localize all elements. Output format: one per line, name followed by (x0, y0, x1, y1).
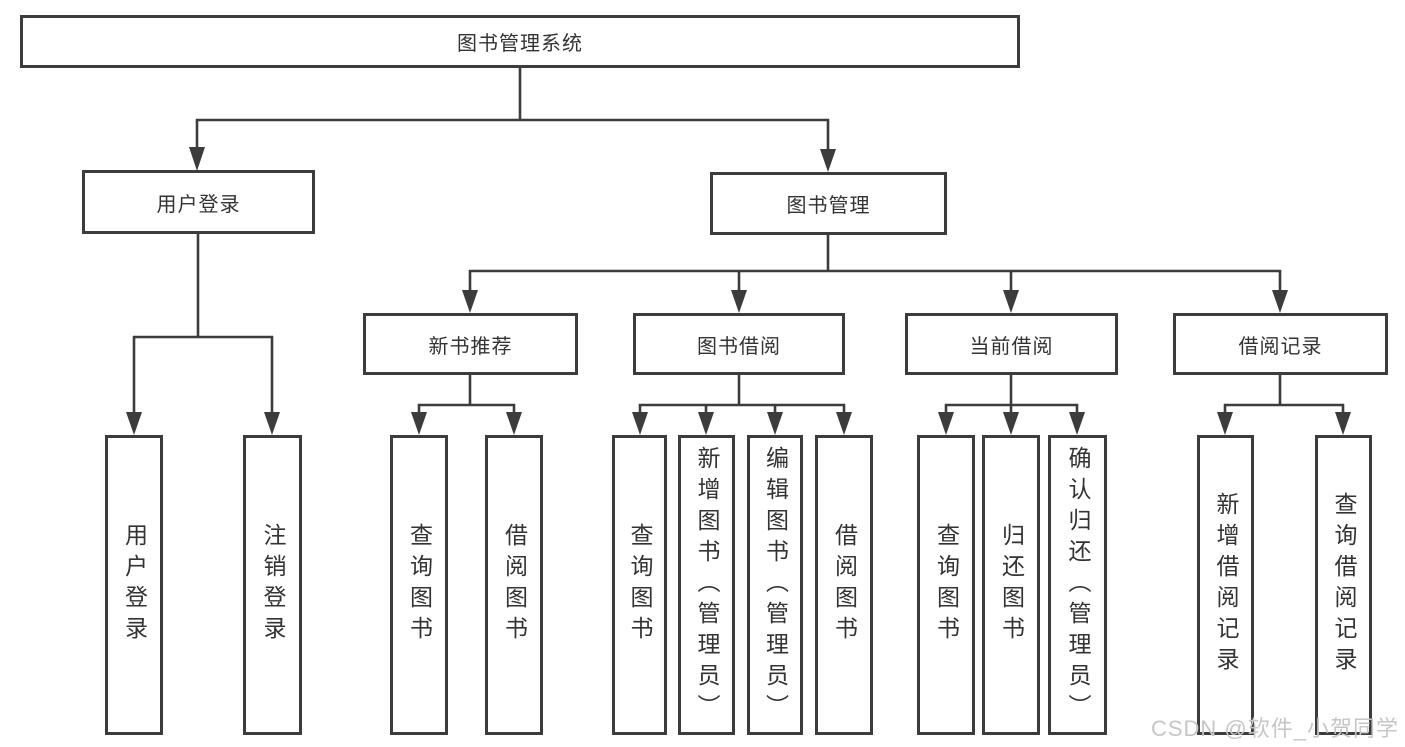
node-book-mgmt: 图书管理 (710, 172, 947, 235)
leaf-current-return: 归还图书 (982, 435, 1040, 735)
leaf-record-query-label: 查询借阅记录 (1331, 492, 1357, 678)
node-new-book-rec-label: 新书推荐 (428, 335, 513, 358)
leaf-borrow-add: 新增图书（管理员） (678, 435, 735, 735)
leaf-current-query-label: 查询图书 (933, 523, 960, 647)
leaf-borrow-edit: 编辑图书（管理员） (747, 435, 803, 735)
node-current-borrow-label: 当前借阅 (969, 335, 1054, 358)
node-borrow-record: 借阅记录 (1173, 313, 1388, 375)
leaf-record-add-label: 新增借阅记录 (1213, 492, 1239, 678)
connector-book-borrow-children (632, 373, 852, 435)
connector-user-login-children (126, 233, 280, 435)
leaf-borrow-borrow: 借阅图书 (815, 435, 873, 735)
leaf-borrow-borrow-label: 借阅图书 (831, 523, 858, 647)
connector-root-to-level2 (189, 66, 836, 172)
leaf-newbook-borrow-label: 借阅图书 (501, 523, 528, 647)
node-user-login-label: 用户登录 (156, 193, 241, 216)
leaf-logout: 注销登录 (243, 435, 302, 735)
connector-current-borrow-children (938, 373, 1085, 435)
node-new-book-rec: 新书推荐 (363, 313, 578, 375)
connector-book-mgmt-children (462, 234, 1288, 313)
node-current-borrow: 当前借阅 (905, 313, 1118, 375)
connector-borrow-record-children (1217, 373, 1351, 435)
leaf-borrow-edit-label: 编辑图书（管理员） (762, 445, 789, 725)
node-root: 图书管理系统 (20, 15, 1020, 68)
leaf-current-query: 查询图书 (917, 435, 975, 735)
leaf-current-return-label: 归还图书 (998, 523, 1025, 647)
leaf-record-add: 新增借阅记录 (1197, 435, 1254, 735)
leaf-user-login: 用户登录 (105, 435, 163, 735)
leaf-record-query: 查询借阅记录 (1315, 435, 1372, 735)
csdn-watermark: CSDN @软件_小贺同学 (1150, 716, 1399, 741)
leaf-newbook-borrow: 借阅图书 (485, 435, 543, 735)
node-book-borrow-label: 图书借阅 (697, 335, 781, 358)
leaf-current-confirm: 确认归还（管理员） (1048, 435, 1107, 735)
connector-new-book-children (411, 373, 522, 435)
leaf-borrow-query: 查询图书 (612, 435, 667, 735)
leaf-borrow-query-label: 查询图书 (627, 523, 653, 647)
leaf-logout-label: 注销登录 (260, 523, 286, 647)
leaf-newbook-query-label: 查询图书 (406, 523, 433, 647)
node-book-borrow: 图书借阅 (633, 313, 845, 375)
leaf-newbook-query: 查询图书 (390, 435, 448, 735)
node-borrow-record-label: 借阅记录 (1238, 335, 1323, 358)
leaf-current-confirm-label: 确认归还（管理员） (1065, 445, 1091, 725)
node-root-label: 图书管理系统 (457, 33, 583, 55)
leaf-borrow-add-label: 新增图书（管理员） (694, 445, 720, 725)
node-book-mgmt-label: 图书管理 (786, 195, 871, 217)
leaf-user-login-label: 用户登录 (121, 523, 148, 647)
node-user-login: 用户登录 (82, 170, 315, 234)
